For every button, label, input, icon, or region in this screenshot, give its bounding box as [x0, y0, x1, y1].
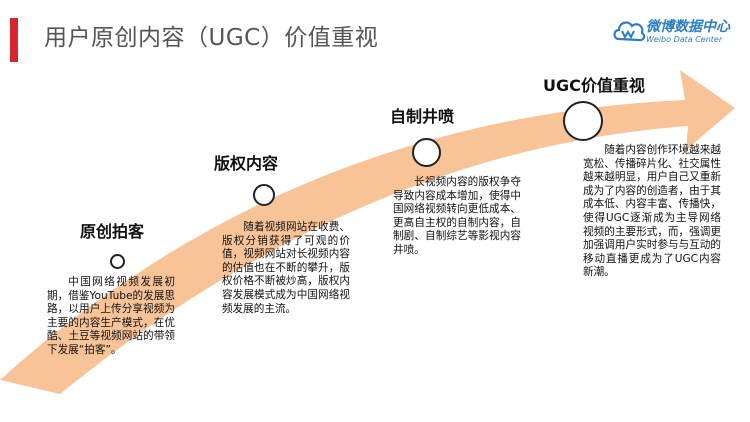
stage-description-3: 长视频内容的版权争夺导致内容成本增加，使得中国网络视频转向更低成本、更高自主权的…	[393, 176, 521, 256]
weibo-data-center-logo: 微博数据中心 Weibo Data Center	[612, 14, 742, 54]
growth-arrow-shape	[0, 70, 735, 394]
stage-node-2	[253, 184, 275, 206]
logo-subtitle: Weibo Data Center	[646, 35, 723, 44]
page-title: 用户原创内容（UGC）价值重视	[44, 25, 379, 51]
stage-description-4: 随着内容创作环境越来越宽松、传播碎片化、社交属性越来越明显，用户自己又重新成为了…	[583, 144, 721, 279]
stage-title-3: 自制井喷	[390, 107, 455, 126]
stage-description-2: 随着视频网站在收费、版权分销获得了可观的价值，视频网站对长视频内容的估值也在不断…	[222, 221, 350, 315]
stage-title-2: 版权内容	[214, 154, 279, 173]
cloud-logo-icon	[613, 21, 646, 42]
title-accent-bar	[10, 18, 18, 62]
stage-description-1: 中国网络视频发展初期，借鉴YouTube的发展思路，以用户上传分享视频为主要的内…	[47, 276, 175, 356]
stage-node-3	[412, 138, 441, 167]
logo-name: 微博数据中心	[646, 19, 730, 35]
stage-node-1	[110, 254, 125, 269]
stage-title-4: UGC价值重视	[543, 76, 645, 95]
stage-title-1: 原创拍客	[80, 222, 145, 241]
stage-node-4	[563, 101, 603, 141]
